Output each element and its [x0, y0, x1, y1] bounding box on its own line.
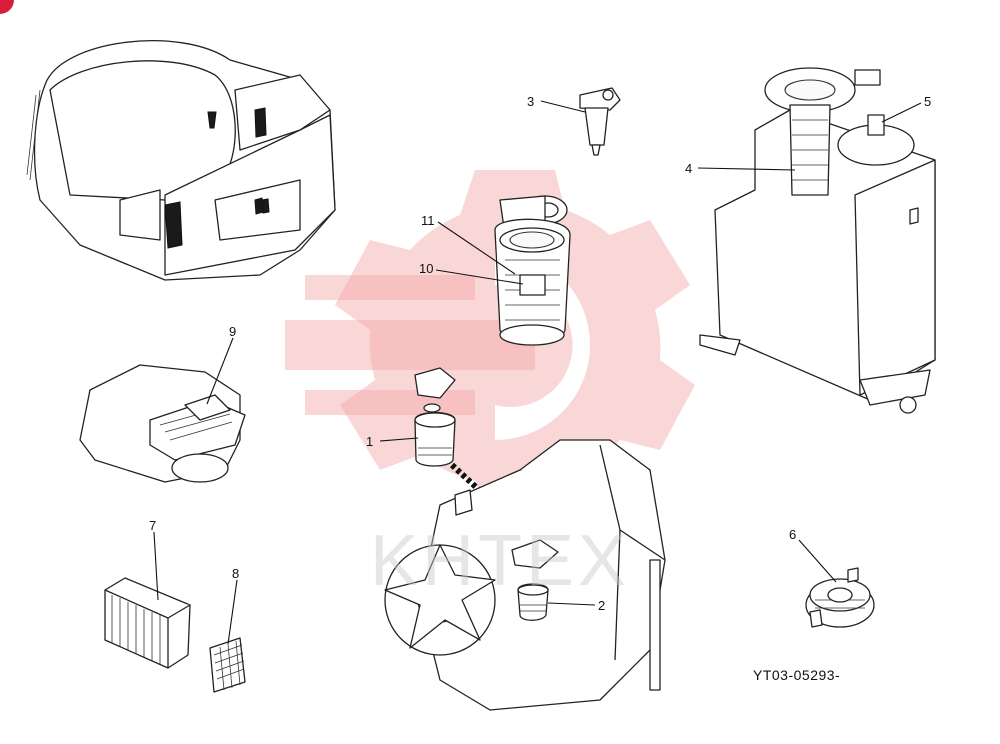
oil-filter-part-1	[414, 367, 456, 467]
callout-5: 5	[924, 94, 931, 109]
cab-hood-assembly	[26, 40, 336, 281]
watermark-text: KHTEX	[370, 521, 630, 601]
callout-labels: 1 2 3 4 5 6 7 8 9 10 11	[149, 94, 931, 613]
fuel-filter-part-3	[579, 87, 621, 156]
callout-1: 1	[366, 434, 373, 449]
engine-assembly	[384, 439, 666, 711]
leader-lines	[153, 100, 922, 645]
oil-filter-part-2	[511, 539, 559, 621]
corner-badge	[0, 0, 14, 14]
callout-9: 9	[229, 324, 236, 339]
callout-2: 2	[598, 598, 605, 613]
callout-11: 11	[421, 213, 435, 228]
hydraulic-tank-parts-4-5	[699, 67, 936, 414]
panel-filter-part-7	[104, 577, 191, 669]
document-id: YT03-05293-	[753, 667, 840, 683]
callout-4: 4	[685, 161, 692, 176]
callout-3: 3	[527, 94, 534, 109]
callout-7: 7	[149, 518, 156, 533]
housing-part-9	[79, 364, 246, 483]
callout-10: 10	[419, 261, 433, 276]
breather-part-6	[805, 567, 875, 628]
pre-filter-part-8	[209, 637, 246, 693]
callout-8: 8	[232, 566, 239, 581]
callout-6: 6	[789, 527, 796, 542]
air-cleaner-parts-10-11	[494, 195, 571, 346]
